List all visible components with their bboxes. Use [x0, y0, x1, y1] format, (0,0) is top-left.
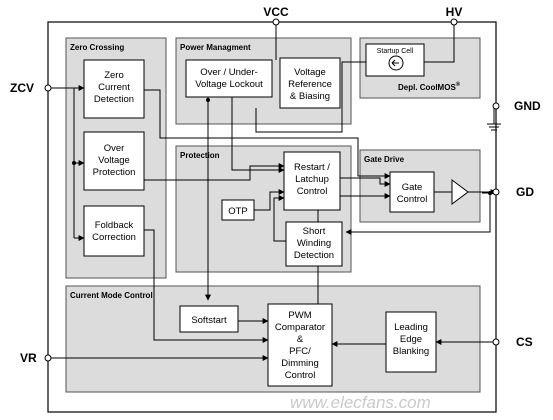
restart-line-1: Restart / [294, 162, 330, 173]
watermark: www.elecfans.com [290, 393, 431, 412]
pwm-line-6: Control [285, 370, 316, 381]
ovp-line-2: Voltage [98, 155, 130, 166]
leading-edge-blanking-block [385, 311, 437, 373]
swd-line-1: Short [303, 226, 326, 237]
vref-line-3: & Biasing [290, 91, 330, 102]
uvlo-line-1: Over / Under- [200, 67, 258, 78]
foldback-line-2: Correction [92, 232, 136, 243]
gnd-label: GND [514, 99, 541, 113]
pwm-line-4: PFC/ [289, 346, 311, 357]
swd-line-2: Winding [297, 238, 331, 249]
foldback-to-pwm [144, 229, 268, 341]
gd-pin [492, 188, 500, 196]
gd-label: GD [516, 185, 534, 199]
over-voltage-protection-block [83, 131, 145, 191]
zcd-line-1: Zero [104, 70, 124, 81]
otp-to-restart [254, 191, 284, 211]
swd-line-3: Detection [294, 250, 334, 261]
restart-line-2: Latchup [295, 174, 329, 185]
pwm-comparator-block [267, 303, 333, 387]
gd-feedback [346, 192, 491, 233]
svg-text:Over / Under-Voltage Lockout: Over / Under-Voltage Lockout [195, 67, 263, 90]
uvlo-to-restart [231, 97, 284, 171]
softstart-block [179, 305, 239, 333]
short-winding-block [285, 221, 343, 267]
leb-line-1: Leading [394, 322, 428, 333]
cs-pin [492, 338, 500, 346]
ovp-to-restart [144, 165, 284, 181]
junction-dot [72, 161, 76, 165]
current-mode-title: Current Mode Control [70, 291, 153, 300]
hv-pin [450, 18, 458, 26]
gnd-pin [492, 102, 500, 110]
foldback-correction-block [83, 205, 145, 257]
pwm-line-3: & [297, 334, 304, 345]
gate-line-2: Control [397, 194, 428, 205]
gate-driver-buffer-icon [451, 179, 469, 205]
uvlo-line-2: Voltage Lockout [195, 79, 263, 90]
current-source-arrow [391, 59, 399, 67]
zero-current-detection-block [83, 59, 145, 119]
pwm-line-1: PWM [288, 310, 311, 321]
zcd-line-2: Current [98, 82, 130, 93]
startup-to-vref [255, 61, 388, 133]
softstart-label: Softstart [191, 315, 227, 326]
ovp-line-1: Over [104, 143, 125, 154]
junction-dot [488, 191, 492, 195]
startup-cell-label: Startup Cell [377, 48, 414, 55]
gate-drive-title: Gate Drive [364, 155, 405, 164]
ovp-line-3: Protection [93, 167, 136, 178]
restart-line-3: Control [297, 186, 328, 197]
leb-line-2: Edge [400, 334, 422, 345]
hv-label: HV [446, 5, 463, 19]
pwm-line-2: Comparator [275, 322, 325, 333]
zero-crossing-title: Zero Crossing [70, 43, 124, 52]
leb-line-3: Blanking [393, 346, 429, 357]
cs-label: CS [516, 335, 533, 349]
vcc-pin [272, 18, 280, 26]
gate-line-1: Gate [402, 182, 423, 193]
vcc-label: VCC [263, 5, 289, 19]
restart-latchup-block [283, 151, 341, 211]
zcv-pin [44, 84, 52, 92]
foldback-line-1: Foldback [95, 220, 134, 231]
junction-dot [206, 98, 210, 102]
startup-group-title: Depl. CoolMOS® [398, 81, 461, 92]
power-management-title: Power Managment [180, 43, 251, 52]
voltage-reference-block [279, 57, 341, 109]
gate-control-block [389, 171, 435, 213]
vr-pin [44, 354, 52, 362]
zcv-label: ZCV [10, 81, 34, 95]
protection-title: Protection [180, 151, 220, 160]
otp-label: OTP [228, 206, 248, 217]
gnd-symbol [487, 123, 501, 131]
vref-line-2: Reference [288, 79, 332, 90]
uvlo-block [185, 59, 273, 98]
zcd-line-3: Detection [94, 94, 134, 105]
vref-line-1: Voltage [294, 67, 326, 78]
zcd-to-gate [144, 89, 390, 177]
vr-label: VR [20, 351, 37, 365]
otp-block [221, 199, 255, 221]
pwm-line-5: Dimming [281, 358, 318, 369]
